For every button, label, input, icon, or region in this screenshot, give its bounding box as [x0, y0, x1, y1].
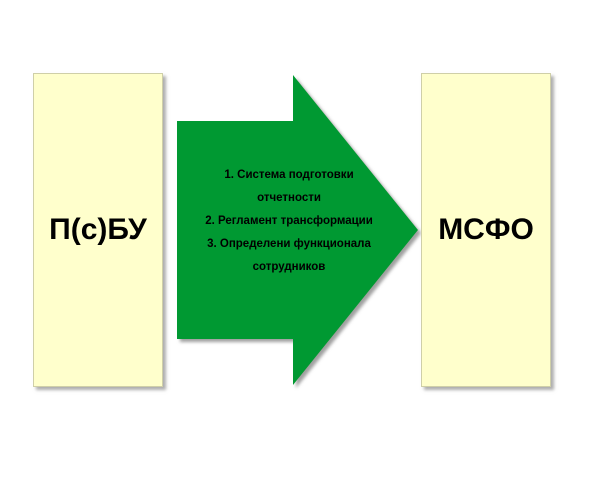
source-label: П(с)БУ	[49, 213, 147, 246]
arrow-text-block: 1. Система подготовки отчетности 2. Регл…	[178, 164, 400, 279]
target-box: МСФО	[421, 73, 551, 387]
source-box: П(с)БУ	[33, 73, 163, 387]
arrow-text-line: сотрудников	[252, 261, 326, 273]
arrow-text-line: 1. Система подготовки	[224, 169, 354, 181]
arrow-text-line: отчетности	[257, 192, 321, 204]
arrow-text-line: 2. Регламент трансформации	[205, 215, 373, 227]
arrow-text-line: 3. Определени функционала	[207, 238, 371, 250]
target-label: МСФО	[438, 213, 534, 246]
